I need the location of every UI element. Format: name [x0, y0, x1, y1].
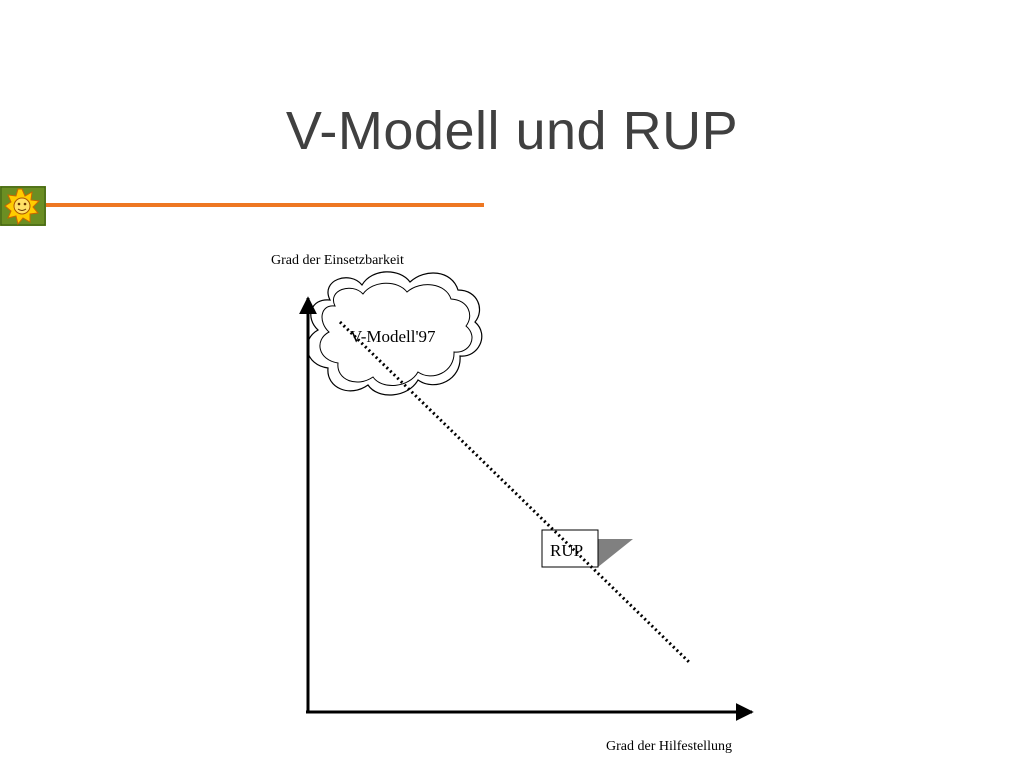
slide-title: V-Modell und RUP	[285, 101, 739, 161]
x-axis-label: Grad der Hilfestellung	[606, 739, 732, 754]
dotted-trend-line	[338, 320, 692, 665]
title-rule	[46, 203, 484, 207]
sun-icon	[0, 186, 46, 226]
box-label: RUP	[550, 541, 583, 560]
y-axis-label: Grad der Einsetzbarkeit	[271, 253, 404, 268]
box-shadow	[596, 539, 633, 567]
cloud-label: V-Modell'97	[350, 327, 436, 346]
rup-box	[541, 529, 599, 568]
cloud-shape	[306, 271, 483, 396]
